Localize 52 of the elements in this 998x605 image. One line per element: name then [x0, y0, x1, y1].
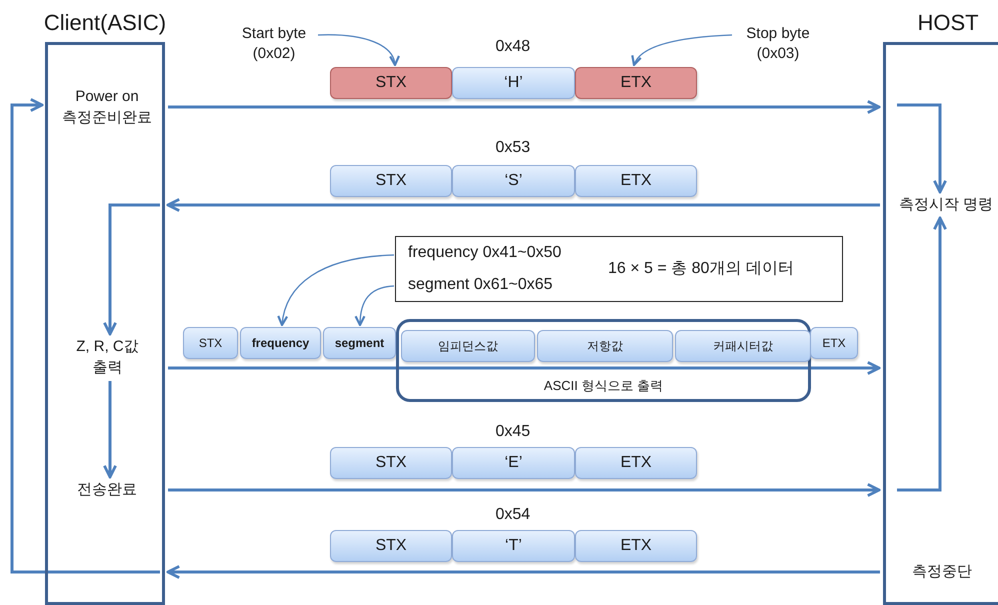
byte-box: STX	[330, 67, 452, 99]
state-label: 전송완료	[62, 479, 152, 501]
arrow	[897, 104, 947, 194]
group-label: ASCII 형식으로 출력	[544, 377, 664, 395]
byte-box: ‘H’	[452, 67, 575, 99]
group-outline	[396, 319, 811, 402]
byte-box: frequency	[240, 327, 321, 359]
state-label: Z, R, C값 출력	[70, 336, 145, 380]
pointer-arrow	[318, 34, 399, 66]
arrow	[168, 100, 880, 114]
byte-box: ETX	[575, 165, 697, 197]
byte-box: ‘T’	[452, 530, 575, 562]
note-text: frequency 0x41~0x50	[408, 243, 562, 263]
pointer-arrow	[354, 285, 394, 326]
byte-box: ETX	[575, 67, 697, 99]
note-text: 16 × 5 = 총 80개의 데이터	[608, 259, 794, 279]
byte-box: 저항값	[537, 330, 673, 362]
arrow	[168, 361, 880, 375]
byte-box: STX	[330, 530, 452, 562]
annotation-text: Start byte (0x02)	[228, 24, 320, 68]
note-text: segment 0x61~0x65	[408, 275, 553, 295]
byte-box: 임피던스값	[401, 330, 535, 362]
arrow	[103, 381, 117, 478]
byte-box: STX	[183, 327, 238, 359]
pointer-arrow	[278, 254, 394, 326]
byte-box: ETX	[575, 447, 697, 479]
pointer-arrow	[632, 34, 732, 66]
byte-box: ‘E’	[452, 447, 575, 479]
state-label: 측정시작 명령	[890, 194, 998, 216]
arrow	[103, 204, 160, 336]
hex-value-label: 0x54	[496, 505, 530, 525]
byte-box: STX	[330, 165, 452, 197]
byte-box: 커패시터값	[675, 330, 811, 362]
arrow	[897, 216, 947, 492]
byte-box: ETX	[575, 530, 697, 562]
arrow	[10, 98, 160, 574]
state-label: 측정중단	[902, 561, 982, 583]
byte-box: STX	[330, 447, 452, 479]
note-box	[395, 236, 843, 302]
hex-value-label: 0x45	[496, 422, 530, 442]
state-label: Power on 측정준비완료	[57, 86, 157, 130]
annotation-text: Stop byte (0x03)	[732, 24, 824, 68]
column-heading: Client(ASIC)	[42, 9, 168, 37]
column-heading: HOST	[916, 9, 980, 37]
arrow	[166, 198, 880, 212]
hex-value-label: 0x48	[496, 37, 530, 57]
arrow	[166, 565, 880, 579]
byte-box: segment	[323, 327, 396, 359]
arrow	[168, 483, 880, 497]
byte-box: ‘S’	[452, 165, 575, 197]
byte-box: ETX	[810, 327, 858, 359]
hex-value-label: 0x53	[496, 138, 530, 158]
